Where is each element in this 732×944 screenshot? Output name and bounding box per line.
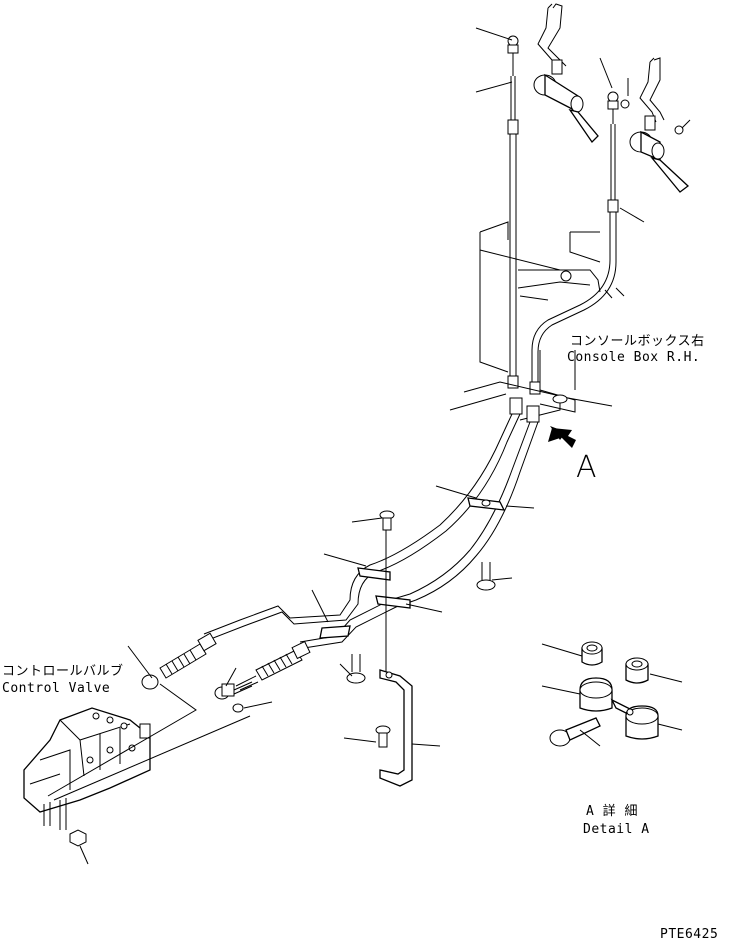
cable-right-run [299, 421, 539, 649]
bolt-right [476, 562, 496, 591]
view-arrow-icon [548, 426, 576, 448]
bolt-top [379, 510, 395, 531]
right-lever-assembly [629, 57, 690, 193]
callout-leaders [79, 27, 691, 865]
bellows-right [235, 640, 311, 691]
control-valve-label-jp: コントロールバルブ [2, 664, 124, 679]
console-box-label-jp: コンソールボックス右 [570, 334, 705, 349]
cable-joint-pair [509, 397, 540, 423]
bolt-lower [375, 725, 391, 748]
control-valve-label-en: Control Valve [2, 681, 111, 696]
bolt-mid [346, 654, 366, 684]
fitting-swivel [214, 681, 253, 700]
cable-left-vertical [507, 76, 519, 389]
cable-left-run [203, 413, 521, 641]
view-a-letter: A [576, 450, 598, 485]
detail-a-bolt [549, 717, 601, 747]
bracket-rod [379, 528, 413, 787]
valve-leader-lines [47, 683, 251, 801]
drawing-number: PTE6425 [660, 927, 719, 942]
washer [232, 703, 244, 713]
clamp-middle [319, 567, 411, 639]
detail-a-label-jp: A 詳 細 [586, 804, 638, 819]
console-box-panel [463, 221, 625, 421]
clamp-upper [467, 497, 506, 511]
left-lever-assembly [533, 3, 599, 144]
ball-joint-right [607, 91, 630, 124]
detail-a-clamp [579, 677, 659, 740]
nut-bottom [69, 829, 87, 847]
bellows-left [141, 632, 217, 690]
ball-joint-left [507, 35, 519, 76]
detail-a-bushing-1 [581, 641, 603, 666]
detail-a-label-en: Detail A [583, 822, 650, 837]
control-valve-body [23, 707, 151, 830]
detail-a-bushing-2 [625, 657, 649, 684]
cable-right-vertical [529, 124, 619, 395]
console-box-label-en: Console Box R.H. [567, 350, 701, 365]
